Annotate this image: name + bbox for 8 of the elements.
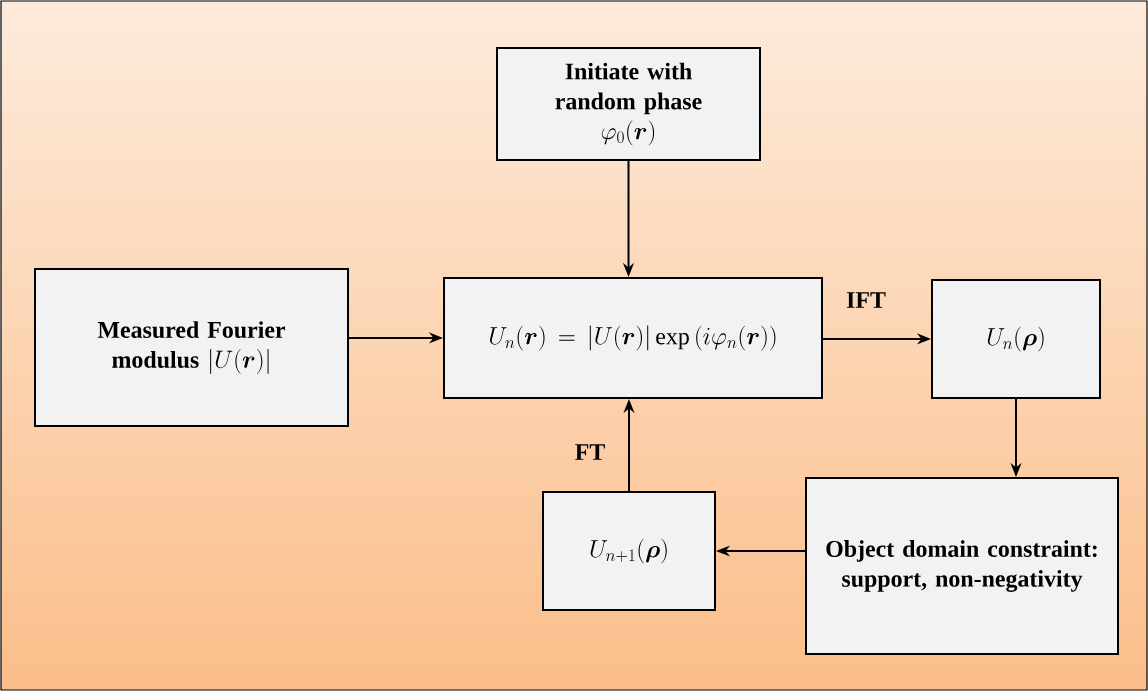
process-box: Measured Fourier modulus $\left|U(\boldsymbol{r})\right|$ <box>34 268 349 427</box>
process-box: $U_{n+1}(\boldsymbol{\rho})$ <box>542 491 716 611</box>
process-box: $U_n(\boldsymbol{\rho})$ <box>931 279 1101 399</box>
process-box: Object domain constraint: support, non-negativity <box>805 477 1119 655</box>
process-box: $U_n(\boldsymbol{r}) = \left|U(\boldsymbol{r})\right| \exp\left(i\varphi_n(\boldsymbol{r})\right)$ <box>443 277 823 399</box>
edge-label: FT <box>575 444 605 460</box>
edge-label: IFT <box>846 292 886 308</box>
process-box: Initiate with random phase $\varphi_0(\boldsymbol{r})$ <box>496 47 761 161</box>
